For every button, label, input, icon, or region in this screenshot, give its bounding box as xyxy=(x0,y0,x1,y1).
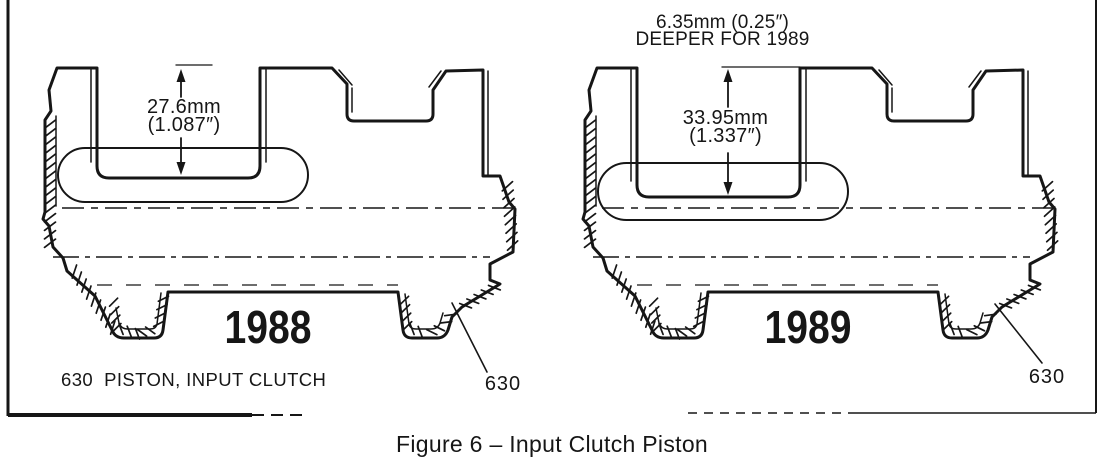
callout-630-left: 630 xyxy=(484,373,522,395)
part-label-630-piston-input-clutch: 630 PISTON, INPUT CLUTCH xyxy=(61,369,327,390)
dimension-1988-mm: 27.6mm xyxy=(146,96,222,118)
dimension-label-1989: 33.95mm (1.337″) xyxy=(653,107,798,147)
dimension-1988-inches: (1.087″) xyxy=(147,114,221,136)
year-label-1988: 1988 xyxy=(224,301,312,353)
deeper-note-line2: DEEPER FOR 1989 xyxy=(635,29,810,50)
year-label-1989: 1989 xyxy=(764,301,852,353)
dimension-1989-mm: 33.95mm xyxy=(682,107,769,129)
deeper-note: 6.35mm (0.25″) DEEPER FOR 1989 xyxy=(610,12,835,50)
dimension-1989-inches: (1.337″) xyxy=(689,125,762,147)
figure-caption: Figure 6 – Input Clutch Piston xyxy=(396,431,708,457)
dimension-label-1988: 27.6mm (1.087″) xyxy=(114,96,254,136)
deeper-note-line1: 6.35mm (0.25″) xyxy=(655,12,790,33)
callout-630-right: 630 xyxy=(1028,366,1066,388)
